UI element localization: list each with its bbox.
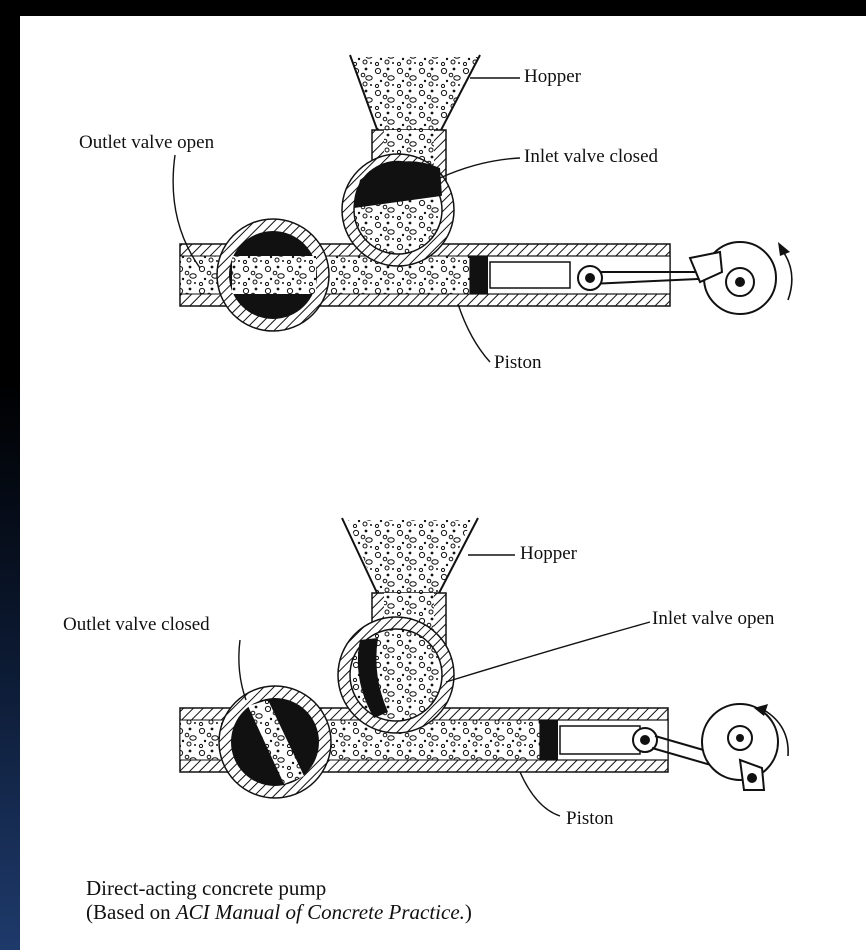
caption-source-title: ACI Manual of Concrete Practice. — [176, 900, 465, 924]
top-outlet-valve-label: Outlet valve open — [79, 132, 214, 154]
bottom-outlet-valve-label: Outlet valve closed — [63, 614, 210, 636]
top-piston-label: Piston — [494, 352, 542, 374]
caption-source-suffix: ) — [465, 900, 472, 924]
top-hopper — [350, 55, 480, 132]
bottom-pump-figure — [180, 518, 788, 816]
bottom-inlet-valve-label: Inlet valve open — [652, 608, 774, 630]
top-pump-figure — [173, 55, 792, 362]
bottom-hopper — [342, 518, 478, 595]
bottom-piston-label: Piston — [566, 808, 614, 830]
top-inlet-valve-label: Inlet valve closed — [524, 146, 658, 168]
top-piston — [470, 256, 488, 294]
figure-caption-title: Direct-acting concrete pump — [86, 876, 326, 901]
top-hopper-label: Hopper — [524, 66, 581, 88]
figure-caption-source: (Based on ACI Manual of Concrete Practic… — [86, 900, 472, 925]
caption-source-prefix: (Based on — [86, 900, 176, 924]
bottom-piston — [540, 720, 558, 760]
bottom-hopper-label: Hopper — [520, 543, 577, 565]
top-outlet-valve-disc — [232, 256, 316, 294]
